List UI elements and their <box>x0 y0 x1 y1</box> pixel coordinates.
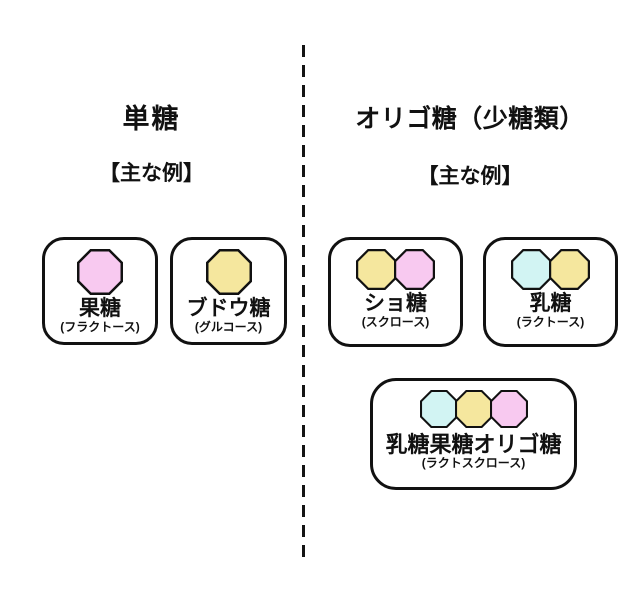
sugar-card-reading: (フラクトース) <box>60 320 140 335</box>
lactose-unit-icons <box>511 249 590 290</box>
sugar-card-lactose: 乳糖 (ラクトース) <box>483 237 618 347</box>
sucrose-unit-icons <box>356 249 435 290</box>
lactosucrose-unit-icons <box>419 390 528 428</box>
cyan-sugar-octagon-icon <box>511 249 552 290</box>
sugar-card-reading: (ラクトース) <box>516 315 585 330</box>
pink-sugar-octagon-icon <box>77 249 123 295</box>
oligosaccharide-section-title: オリゴ糖（少糖類） <box>355 105 585 133</box>
sugar-card-name: 乳糖果糖オリゴ糖 <box>385 432 562 457</box>
pink-sugar-octagon-icon <box>394 249 435 290</box>
monosaccharide-section-title: 単糖 <box>122 104 181 134</box>
dashed-divider-line <box>302 45 305 561</box>
sugar-card-fructose: 果糖 (フラクトース) <box>42 237 158 345</box>
sugar-card-name: ブドウ糖 <box>186 297 271 320</box>
sugar-card-reading: (スクロース) <box>361 315 430 330</box>
oligosaccharide-examples-heading: 【主な例】 <box>417 165 523 188</box>
yellow-sugar-octagon-icon <box>205 249 252 295</box>
sugar-card-reading: (ラクトスクロース) <box>421 456 526 471</box>
yellow-sugar-octagon-icon <box>454 390 493 428</box>
sugar-card-lactosucrose: 乳糖果糖オリゴ糖 (ラクトスクロース) <box>370 378 577 490</box>
sugar-card-name: 果糖 <box>79 297 121 320</box>
sugar-card-reading: (グルコース) <box>194 320 263 335</box>
yellow-sugar-octagon-icon <box>549 249 590 290</box>
sugar-card-name: 乳糖 <box>529 292 572 315</box>
monosaccharide-examples-heading: 【主な例】 <box>99 162 204 185</box>
yellow-sugar-octagon-icon <box>356 249 397 290</box>
sugar-card-sucrose: ショ糖 (スクロース) <box>328 237 463 347</box>
sugar-card-glucose: ブドウ糖 (グルコース) <box>170 237 287 345</box>
pink-sugar-octagon-icon <box>489 390 528 428</box>
fructose-unit-icons <box>77 249 123 295</box>
sugar-card-name: ショ糖 <box>364 292 427 315</box>
glucose-unit-icons <box>205 249 252 295</box>
cyan-sugar-octagon-icon <box>419 390 458 428</box>
